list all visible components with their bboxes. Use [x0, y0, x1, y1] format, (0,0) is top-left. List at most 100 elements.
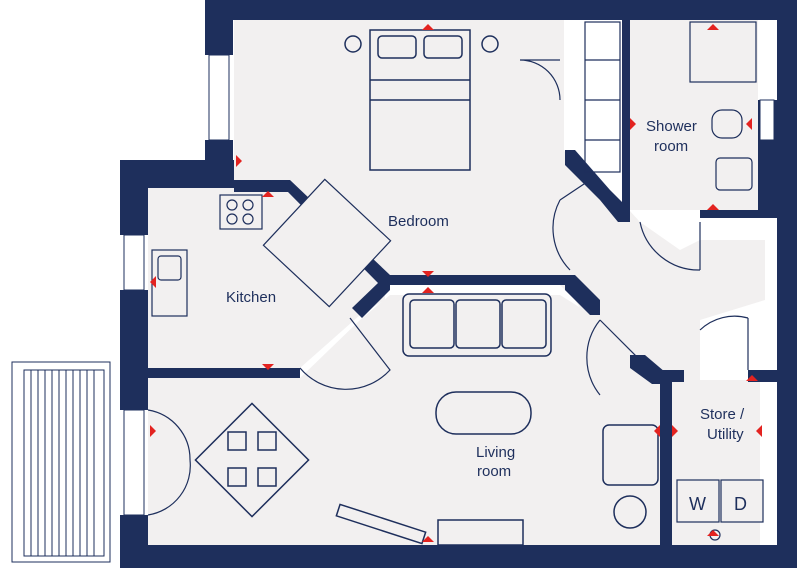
marker-icon	[756, 425, 762, 437]
tv-unit-icon	[437, 519, 524, 546]
bed	[369, 29, 471, 171]
hob-ring	[226, 213, 238, 225]
wall-store-top	[660, 370, 684, 382]
shower-door	[639, 221, 701, 271]
marker-icon	[150, 425, 156, 437]
store-door	[699, 315, 749, 370]
marker-icon	[707, 204, 719, 210]
shower-fixtures	[689, 21, 757, 191]
balcony	[11, 361, 111, 563]
wall-top	[205, 0, 797, 20]
marker-icon	[150, 276, 156, 288]
basin-icon	[715, 157, 753, 191]
utility-appliances	[676, 479, 764, 541]
balcony-inner	[23, 369, 105, 557]
living-room-label-line1: Living	[476, 444, 516, 461]
sofa-cushion	[409, 299, 455, 349]
wardrobe	[584, 21, 621, 173]
marker-icon	[422, 24, 434, 30]
dining-chair	[257, 467, 277, 487]
tv-icon	[335, 503, 427, 545]
marker-icon	[746, 118, 752, 130]
marker-icon	[654, 425, 660, 437]
wardrobe-rails	[585, 59, 620, 141]
sink-bowl	[157, 255, 182, 281]
wall-hall-lower	[630, 355, 665, 384]
dining-chair	[227, 431, 247, 451]
bedroom-label: Bedroom	[388, 213, 449, 230]
hob-ring	[242, 213, 254, 225]
wall-bedroom-living	[380, 275, 570, 285]
wall-left-kitchen	[120, 160, 148, 235]
living-window	[123, 409, 145, 516]
dining-chair	[257, 431, 277, 451]
wall-store-left	[660, 380, 672, 550]
walls	[120, 0, 797, 568]
store-utility-label-line1: Store /	[700, 406, 745, 423]
pillow-left	[377, 35, 417, 59]
washer-glyph: W	[689, 494, 706, 514]
side-table-icon	[613, 495, 647, 529]
hob-ring	[242, 199, 254, 211]
doors	[147, 59, 749, 516]
hob-icon	[219, 194, 263, 230]
dimension-markers	[150, 24, 762, 542]
marker-icon	[236, 155, 242, 167]
wall-left-kitchen-2	[120, 290, 148, 410]
bedroom-window	[208, 54, 230, 141]
wall-right	[777, 0, 797, 568]
marker-icon	[422, 271, 434, 277]
lamp-right-icon	[481, 35, 499, 53]
balcony-frame	[11, 361, 111, 563]
wall-hall-diagonal	[565, 275, 600, 315]
windows	[123, 54, 775, 516]
duvet-fold	[370, 79, 470, 101]
sofa-cushion	[501, 299, 547, 349]
marker-icon	[422, 536, 434, 542]
kitchen-label: Kitchen	[226, 289, 277, 306]
dining-chair	[227, 467, 247, 487]
shower-room-label-line2: room	[654, 138, 689, 155]
bedroom-wardrobe-door	[519, 59, 561, 101]
wardrobe-body	[584, 21, 621, 173]
washer-icon	[676, 479, 720, 523]
worktop-unit	[262, 178, 392, 308]
marker-icon	[630, 118, 636, 130]
bedroom-door	[552, 179, 591, 271]
wall-wardrobe-diagonal	[565, 150, 630, 222]
hob-ring	[226, 199, 238, 211]
dining-table-icon	[194, 402, 310, 518]
marker-icon	[672, 425, 678, 437]
sofa-cushion	[455, 299, 501, 349]
marker-icon	[707, 24, 719, 30]
kitchen-fixtures	[151, 178, 392, 317]
balcony-door	[147, 409, 191, 516]
bedroom-lower-floor	[234, 150, 765, 380]
dryer-glyph: D	[734, 494, 747, 514]
shower-tray	[689, 21, 757, 83]
living-door	[586, 319, 641, 396]
store-utility-label-line2: Utility	[707, 426, 744, 443]
wall-wardrobe-right	[622, 20, 630, 215]
lamp-left-icon	[344, 35, 362, 53]
balcony-slats	[30, 370, 95, 556]
dining-set	[194, 402, 310, 518]
shower-window	[759, 99, 775, 141]
bedside-lamps	[344, 35, 499, 53]
kitchen-door	[299, 317, 391, 390]
kitchen-window	[123, 234, 145, 291]
marker-icon	[422, 287, 434, 293]
coffee-table-icon	[435, 391, 532, 435]
wall-left-upper	[205, 0, 233, 55]
marker-icon	[262, 364, 274, 370]
wall-left-upper-2	[205, 140, 233, 160]
shower-room-label-line1: Shower	[646, 118, 697, 135]
living-room-label-line2: room	[477, 463, 512, 480]
living-furniture	[335, 293, 659, 546]
wall-bottom	[120, 545, 797, 568]
marker-icon	[746, 375, 758, 381]
dryer-icon	[720, 479, 764, 523]
armchair-icon	[602, 424, 659, 486]
